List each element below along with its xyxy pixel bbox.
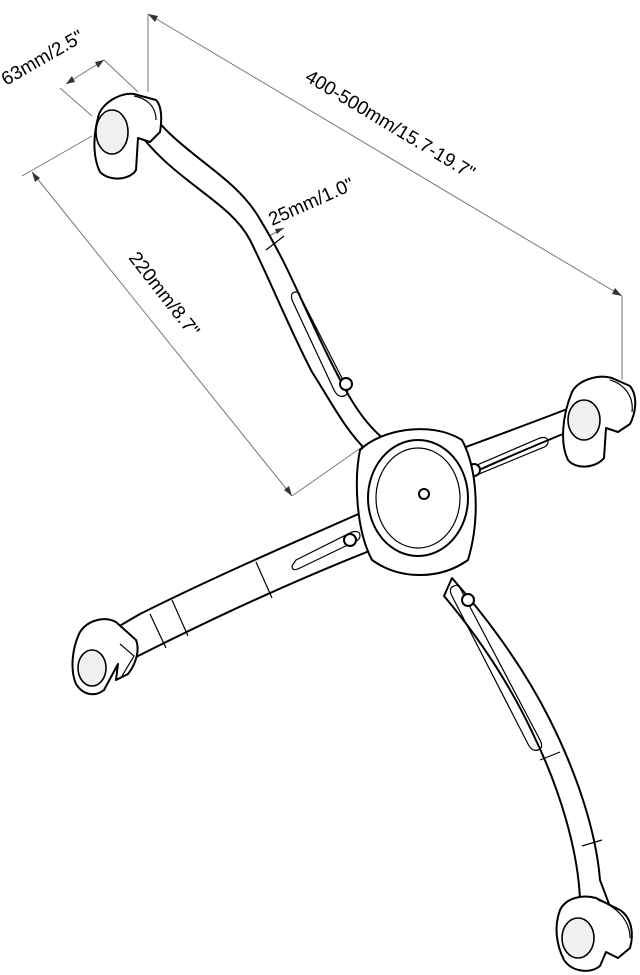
lower-left-slot: [291, 530, 361, 571]
foot-width-label: 63mm/2.5": [0, 27, 88, 91]
upper-left-arm: [129, 95, 386, 453]
arm-length-label: 220mm/8.7": [124, 248, 203, 341]
center-hole: [418, 488, 430, 500]
lower-right-foot: [555, 895, 633, 972]
lower-left-screw: [343, 533, 357, 547]
dimension-lines: [21, 13, 623, 497]
right-foot: [562, 375, 637, 468]
center-plate: [367, 439, 469, 557]
arm-width-label: 25mm/1.0": [265, 174, 357, 230]
upper-left-screw: [339, 377, 353, 391]
upper-left-slot: [290, 291, 349, 397]
lower-left-foot: [71, 618, 139, 696]
top-left-foot: [93, 92, 163, 180]
lower-right-screw: [461, 593, 475, 607]
lower-left-arm: [115, 507, 383, 661]
span-label: 400-500mm/15.7-19.7": [301, 66, 478, 184]
lower-right-slot: [449, 584, 543, 751]
